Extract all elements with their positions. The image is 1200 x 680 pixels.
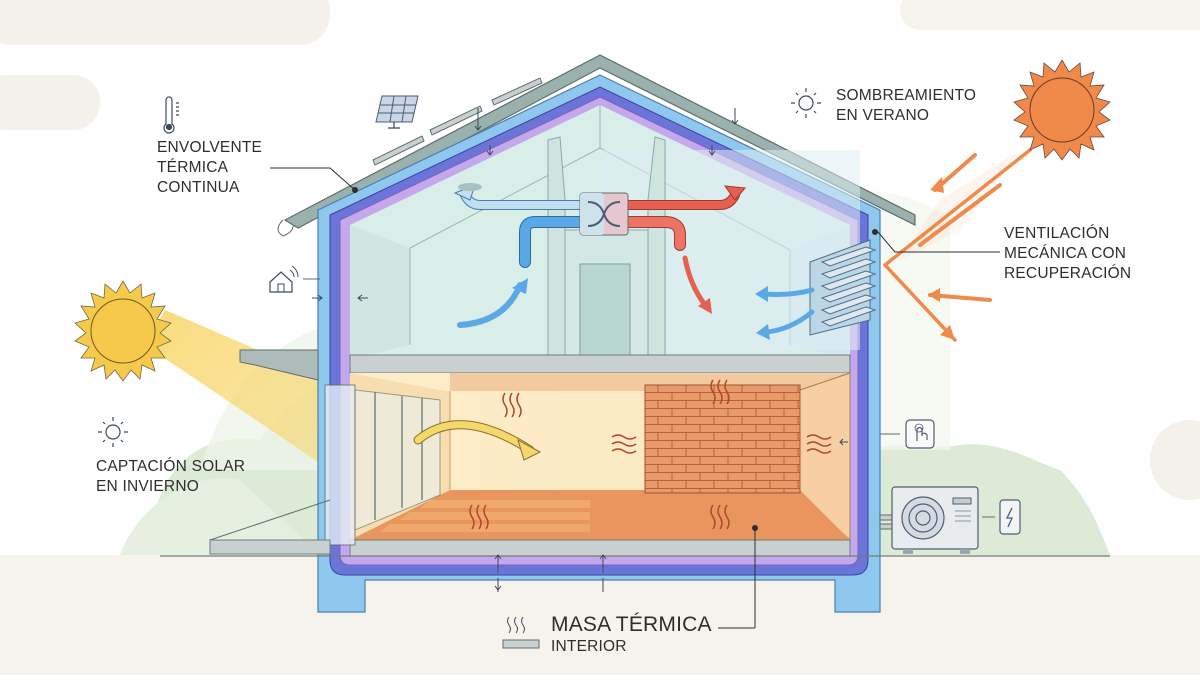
label-shading-line2: EN VERANO [836,107,930,124]
summer-sun-icon [1013,59,1111,161]
sun-outline-icon-solar [98,417,128,447]
heated-slab-icon [502,616,540,649]
warm-floor [350,490,850,540]
label-thermal-mass: MASA TÉRMICA INTERIOR [551,613,712,656]
label-envelope-line3: CONTINUA [157,179,240,196]
vegetation-left-soft [120,478,320,555]
shading-louver [809,239,877,336]
label-solar-gain-line2: EN INVIERNO [96,478,199,495]
roof [283,54,916,229]
touch-control-icon [905,419,935,449]
solar-panel-icon [375,95,419,129]
hrv-exchanger-icon [579,192,629,236]
thermometer-icon [163,96,179,134]
label-envelope: ENVOLVENTE TÉRMICA CONTINUA [157,138,262,198]
label-envelope-line1: ENVOLVENTE [157,139,263,156]
label-thermal-mass-title: MASA TÉRMICA [551,613,712,636]
heat-waves [469,379,832,530]
smart-home-icon [269,265,320,293]
brick-thermal-wall [644,384,801,494]
intermediate-slab [349,354,851,374]
label-ventilation-line1: VENTILACIÓN [1004,225,1110,242]
label-envelope-line2: TÉRMICA [157,159,229,176]
overhang-left [239,349,319,381]
label-ventilation-line3: RECUPERACIÓN [1004,265,1132,282]
terrace [209,539,331,555]
label-solar-gain: CAPTACIÓN SOLAR EN INVIERNO [96,457,245,497]
air-flow-arrows [413,255,815,461]
roof-solar-strips [372,77,543,166]
heat-pump-unit [879,486,979,554]
smartphone-energy-icon [999,499,1021,535]
leader-lines [270,167,1000,629]
envelope-arrows [312,108,848,592]
label-shading-line1: SOMBREAMIENTO [836,87,977,104]
label-ventilation-line2: MECÁNICA CON [1004,245,1127,262]
label-ventilation: VENTILACIÓN MECÁNICA CON RECUPERACIÓN [1004,224,1131,284]
glazing-wall [324,384,441,546]
sun-outline-icon-shading [791,88,821,118]
label-shading: SOMBREAMIENTO EN VERANO [836,86,976,126]
ground-slab [349,539,851,557]
label-solar-gain-line1: CAPTACIÓN SOLAR [96,458,246,475]
winter-sun-icon [74,280,172,382]
label-thermal-mass-subtitle: INTERIOR [551,638,627,655]
